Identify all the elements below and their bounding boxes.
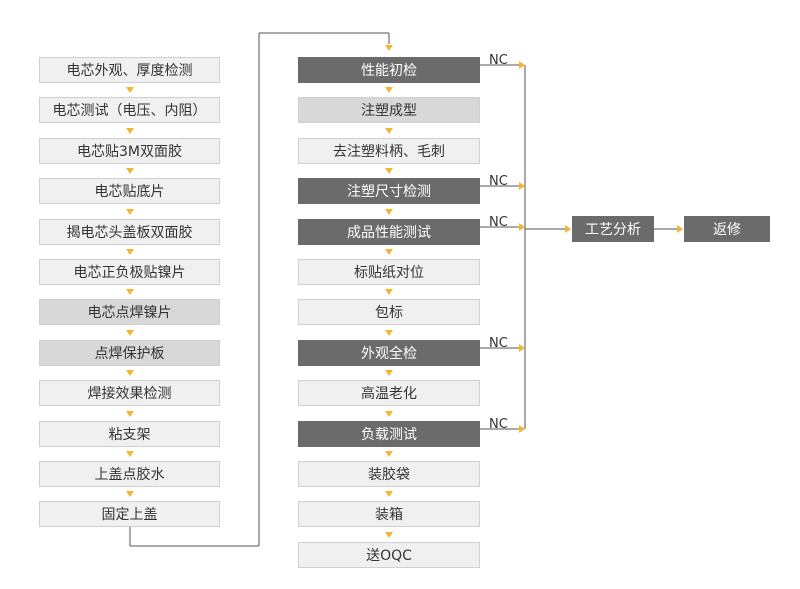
col2-step: 性能初检	[298, 57, 480, 83]
col2-step: 注塑尺寸检测	[298, 178, 480, 204]
col1-step: 电芯点焊镍片	[39, 299, 220, 325]
col2-step: 高温老化	[298, 380, 480, 406]
rework-box: 返修	[684, 216, 770, 242]
flow-arrow-icon	[385, 491, 393, 497]
flow-arrow-icon	[385, 87, 393, 93]
col2-step: 成品性能测试	[298, 219, 480, 245]
flow-arrow-icon	[125, 491, 134, 497]
col2-step: 外观全检	[298, 340, 480, 366]
flow-arrow-icon	[125, 209, 134, 215]
flow-arrow-icon	[125, 411, 134, 417]
col1-step: 固定上盖	[39, 501, 220, 527]
nc-arrow-icon	[519, 344, 525, 352]
nc-label: NC	[489, 417, 508, 432]
col2-step: 标贴纸对位	[298, 259, 480, 285]
flow-arrow-icon	[385, 532, 393, 538]
col1-step: 电芯测试（电压、内阻）	[39, 97, 220, 123]
col1-step: 电芯外观、厚度检测	[39, 57, 220, 83]
flow-arrow-right-icon	[677, 225, 683, 233]
col2-step: 负载测试	[298, 421, 480, 447]
nc-arrow-icon	[519, 61, 525, 69]
nc-label: NC	[489, 53, 508, 68]
flow-arrow-icon	[125, 330, 134, 336]
flow-arrow-icon	[125, 168, 134, 174]
col1-step: 粘支架	[39, 421, 220, 447]
nc-arrow-icon	[519, 223, 525, 231]
col1-step: 电芯正负极贴镍片	[39, 259, 220, 285]
col2-step: 包标	[298, 299, 480, 325]
flow-arrow-icon	[385, 45, 393, 51]
col1-step: 揭电芯头盖板双面胶	[39, 219, 220, 245]
flow-arrow-icon	[125, 87, 134, 93]
flow-arrow-icon	[385, 128, 393, 134]
flow-arrow-icon	[125, 451, 134, 457]
col1-step: 电芯贴3M双面胶	[39, 138, 220, 164]
col2-step: 注塑成型	[298, 97, 480, 123]
flow-arrow-icon	[125, 249, 134, 255]
flow-arrow-icon	[385, 451, 393, 457]
flow-arrow-icon	[385, 289, 393, 295]
flow-arrow-icon	[125, 289, 134, 295]
col1-step: 上盖点胶水	[39, 461, 220, 487]
nc-label: NC	[489, 215, 508, 230]
flow-arrow-icon	[125, 128, 134, 134]
flow-arrow-icon	[385, 411, 393, 417]
col1-step: 点焊保护板	[39, 340, 220, 366]
col2-step: 装胶袋	[298, 461, 480, 487]
nc-arrow-icon	[519, 425, 525, 433]
col1-step: 焊接效果检测	[39, 380, 220, 406]
flow-arrow-icon	[385, 209, 393, 215]
nc-label: NC	[489, 174, 508, 189]
flow-arrow-icon	[385, 370, 393, 376]
flow-arrow-right-icon	[565, 225, 571, 233]
analysis-box: 工艺分析	[572, 216, 654, 242]
nc-label: NC	[489, 336, 508, 351]
flow-arrow-icon	[385, 330, 393, 336]
col2-step: 装箱	[298, 501, 480, 527]
flow-arrow-icon	[125, 370, 134, 376]
col2-step: 去注塑料柄、毛刺	[298, 138, 480, 164]
col1-step: 电芯贴底片	[39, 178, 220, 204]
flow-arrow-icon	[385, 249, 393, 255]
flow-arrow-icon	[385, 168, 393, 174]
col2-step: 送OQC	[298, 542, 480, 568]
nc-arrow-icon	[519, 182, 525, 190]
